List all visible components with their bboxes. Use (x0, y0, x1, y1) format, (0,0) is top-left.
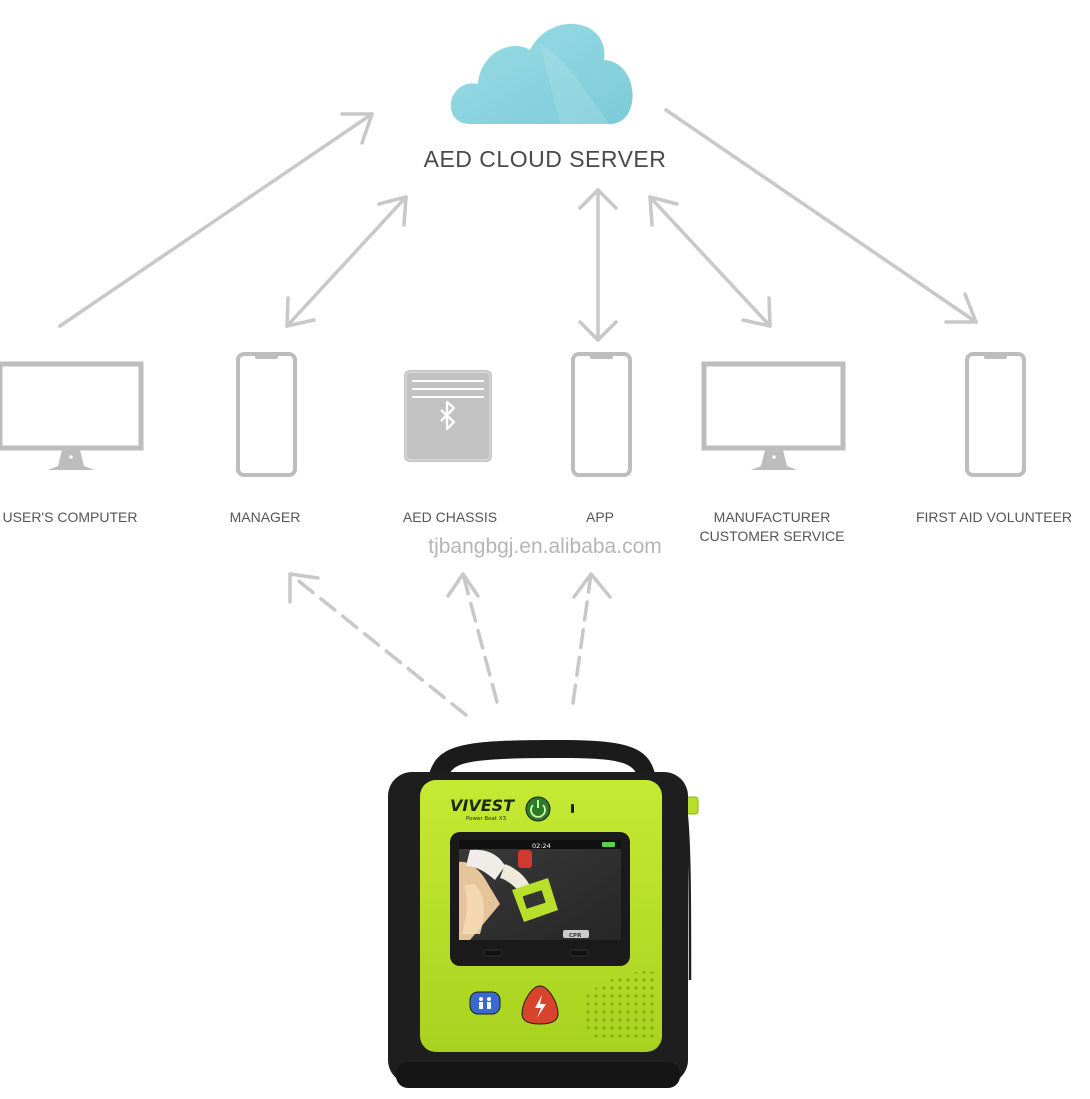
device-arrows (288, 572, 612, 717)
label-manager: MANAGER (229, 509, 301, 525)
aed-device: VIVEST Power Beat X3 02:24 CPR (388, 740, 699, 1088)
label-users-computer: USER'S COMPUTER (2, 509, 138, 525)
arrow-users-computer (58, 112, 374, 328)
bluetooth-chassis-icon (404, 370, 492, 462)
arrow-app (578, 188, 618, 342)
dashed-arrow-app (571, 572, 612, 705)
shock-button-icon (521, 985, 559, 1025)
device-brand: VIVEST (450, 796, 515, 815)
dashed-arrow-manager (288, 572, 468, 717)
pediatric-button-icon (469, 991, 501, 1015)
power-button-icon (525, 796, 551, 822)
battery-icon (602, 842, 615, 847)
label-manufacturer-line1: MANUFACTURER (713, 509, 831, 525)
cloud-icon (450, 23, 633, 125)
label-manufacturer-line2: CUSTOMER SERVICE (699, 528, 845, 544)
label-first-aid-volunteer: FIRST AID VOLUNTEER (915, 509, 1073, 525)
label-aed-chassis: AED CHASSIS (402, 509, 498, 525)
screen-time: 02:24 (532, 842, 551, 850)
monitor-icon (701, 361, 846, 470)
dashed-arrow-chassis (446, 572, 499, 704)
device-handle (428, 740, 656, 778)
softkey-right (569, 949, 589, 957)
arrow-manager (285, 195, 408, 328)
phone-icon (236, 352, 297, 477)
screen-mode: CPR (569, 933, 582, 939)
softkey-left (483, 949, 503, 957)
phone-icon (965, 352, 1026, 477)
status-indicator (571, 804, 574, 813)
arrow-first-aid-volunteer (664, 108, 978, 324)
watermark: tjbangbgj.en.alibaba.com (428, 535, 662, 558)
page-title: AED CLOUD SERVER (423, 146, 667, 172)
bluetooth-icon (440, 400, 456, 431)
monitor-icon (0, 361, 144, 470)
phone-icon (571, 352, 632, 477)
device-model: Power Beat X3 (466, 816, 507, 822)
speaker-grille (581, 971, 654, 1040)
arrow-manufacturer (648, 195, 772, 328)
connection-arrows (58, 108, 978, 342)
label-app: APP (585, 509, 614, 525)
